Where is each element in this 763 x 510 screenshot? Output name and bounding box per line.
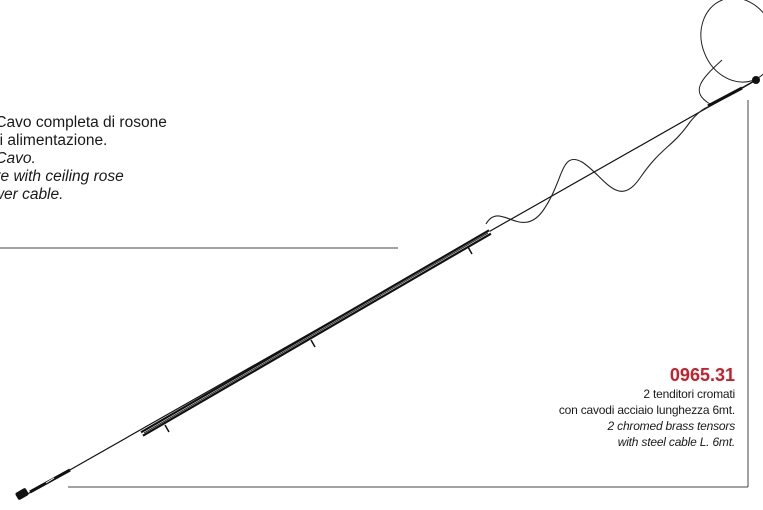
- tube-joint-3: [467, 246, 473, 255]
- product-left-description: 565 ancia Cavo completa di rosone cavo d…: [0, 94, 354, 204]
- tube-joint-1: [164, 424, 170, 433]
- product-left-english-line-2: omplete with ceiling rose: [0, 168, 124, 185]
- ceiling-rose: [700, 0, 763, 83]
- power-cable: [485, 105, 711, 225]
- light-tube-core: [143, 232, 489, 434]
- bottom-tensor-neck: [45, 477, 55, 484]
- product-right-italian-line-1: 2 tenditori cromati: [643, 387, 735, 401]
- tube-joint-2: [310, 339, 316, 348]
- product-right-english-line-2: with steel cable L. 6mt.: [617, 435, 735, 449]
- product-left-code: 565: [0, 94, 354, 114]
- product-left-italian-line-2: cavo di alimentazione.: [0, 132, 108, 149]
- product-right-english-line-1: 2 chromed brass tensors: [607, 419, 736, 433]
- product-right-code: 0965.31: [669, 365, 735, 385]
- product-left-english-line-3: nd power cable.: [0, 186, 64, 203]
- product-right-italian-line-2: con cavodi acciaio lunghezza 6mt.: [558, 403, 735, 417]
- product-left-italian-line-1: ancia Cavo completa di rosone: [0, 114, 167, 131]
- product-right-description: 0965.31 2 tenditori cromati con cavodi a…: [405, 364, 735, 450]
- bottom-end-fitting: [15, 488, 29, 500]
- product-left-english-line-1: ancia Cavo.: [0, 150, 36, 167]
- rose-wire: [698, 59, 723, 105]
